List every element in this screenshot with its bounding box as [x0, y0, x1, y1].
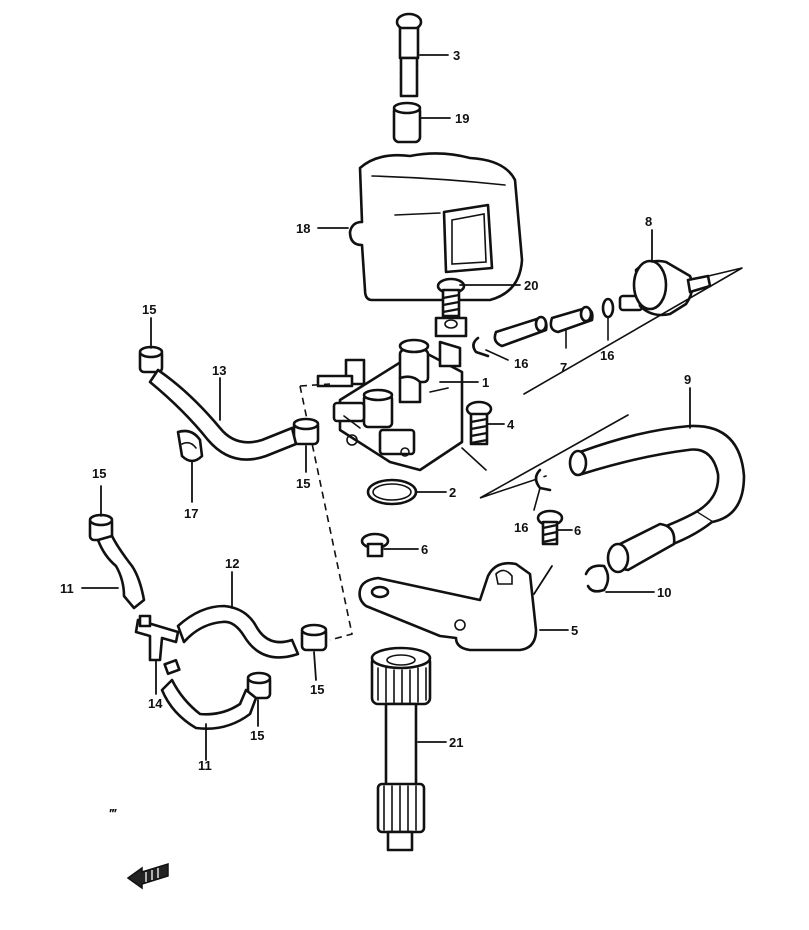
coupling-15d — [300, 623, 328, 652]
callout-11a: 11 — [60, 581, 74, 596]
front-arrow-icon — [126, 862, 169, 890]
hose-11-lower — [160, 678, 258, 730]
guide-line-pump — [461, 447, 487, 471]
callout-2: 2 — [449, 485, 456, 500]
callout-20: 20 — [524, 278, 538, 293]
callout-1: 1 — [482, 375, 489, 390]
callout-4: 4 — [507, 417, 515, 432]
callout-6-left: 6 — [421, 542, 428, 557]
fitting-10 — [584, 522, 676, 593]
callout-18: 18 — [296, 221, 310, 236]
leader-16a — [485, 349, 509, 361]
callout-13: 13 — [212, 363, 226, 378]
cover-18 — [348, 152, 524, 302]
callout-12: 12 — [225, 556, 239, 571]
callout-16c: 16 — [514, 520, 528, 535]
callout-15a: 15 — [142, 302, 156, 317]
callout-10: 10 — [657, 585, 671, 600]
callout-8: 8 — [645, 214, 652, 229]
clip-16c — [534, 468, 552, 492]
leader-5 — [533, 565, 569, 631]
coupling-15b — [292, 417, 320, 446]
callout-15c: 15 — [92, 466, 106, 481]
callout-19: 19 — [455, 111, 469, 126]
callout-15b: 15 — [296, 476, 310, 491]
callout-15d: 15 — [310, 682, 324, 697]
callout-15e: 15 — [250, 728, 264, 743]
callout-11b: 11 — [198, 758, 212, 773]
screw-20 — [434, 277, 468, 338]
oil-pump-1 — [316, 338, 464, 472]
callout-3: 3 — [453, 48, 460, 63]
clip-16b — [601, 297, 615, 319]
callout-5: 5 — [571, 623, 578, 638]
hose-11-upper — [96, 534, 146, 610]
clip-17 — [176, 429, 204, 463]
bolt-3 — [395, 12, 423, 98]
clip-16a — [472, 336, 490, 358]
coupling-15a — [138, 345, 164, 374]
hose-7a — [493, 315, 548, 348]
screw-6-right — [536, 509, 564, 546]
tee-joint-14 — [134, 614, 181, 676]
coupling-15e — [246, 671, 272, 700]
leader-16c — [533, 487, 541, 511]
cap-19 — [392, 101, 422, 144]
callout-14: 14 — [148, 696, 163, 711]
hose-13 — [148, 368, 298, 461]
hose-12 — [176, 604, 300, 659]
callout-17: 17 — [184, 506, 198, 521]
callout-9: 9 — [684, 372, 691, 387]
bolt-4 — [465, 400, 493, 446]
hose-7b — [549, 305, 594, 334]
guide-line-lower — [479, 414, 629, 499]
callout-6-right: 6 — [574, 523, 581, 538]
bracket-5 — [358, 561, 538, 652]
drive-gear-21 — [370, 646, 432, 852]
corner-mark: ‴ — [109, 806, 117, 821]
guide-line-dashed — [299, 383, 353, 641]
callout-7: 7 — [560, 360, 567, 375]
callout-21: 21 — [449, 735, 463, 750]
o-ring-2 — [366, 478, 418, 506]
callout-16a: 16 — [514, 356, 528, 371]
callout-16b: 16 — [600, 348, 614, 363]
screw-6-left — [360, 532, 390, 558]
filter-8 — [618, 259, 712, 317]
leader-15d — [313, 651, 317, 681]
